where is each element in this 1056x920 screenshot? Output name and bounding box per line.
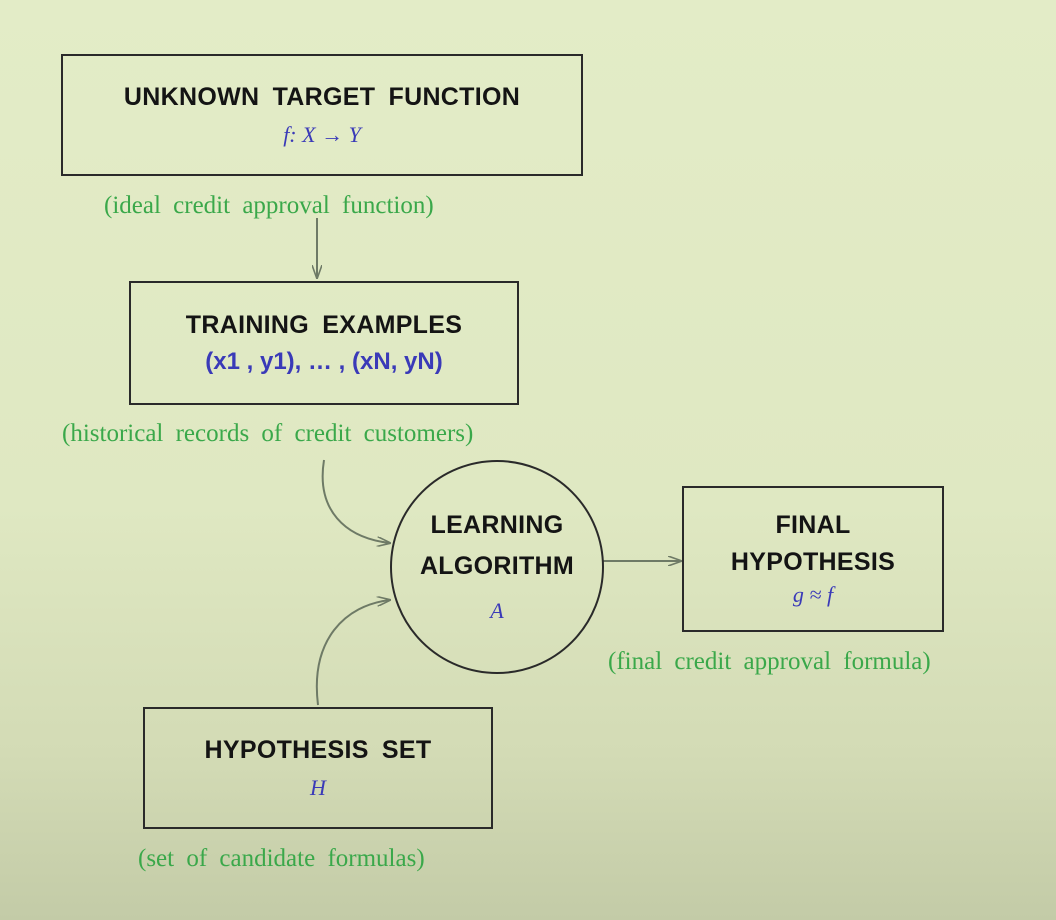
hypothesis-set-symbol: H [310, 774, 326, 800]
final-hypothesis-formula: g ≈ f [792, 582, 834, 608]
arrow-training-to-algorithm [321, 459, 390, 543]
unknown-target-function-box: UNKNOWN TARGET FUNCTION f: X → Y [61, 54, 583, 176]
learning-algorithm-symbol: A [490, 598, 504, 624]
target-function-caption: (ideal credit approval function) [104, 192, 434, 219]
final-hypothesis-box: FINAL HYPOTHESIS g ≈ f [682, 486, 944, 632]
training-examples-formula: (x1 , y1), … , (xN, yN) [205, 347, 443, 375]
unknown-target-function-title: UNKNOWN TARGET FUNCTION [123, 83, 521, 112]
learning-algorithm-title-line2: ALGORITHM [419, 552, 575, 580]
final-hypothesis-caption: (final credit approval formula) [608, 648, 931, 675]
training-examples-title: TRAINING EXAMPLES [185, 311, 463, 340]
target-function-formula: f: X → Y [283, 121, 361, 147]
final-hypothesis-title-line1: FINAL [775, 510, 851, 539]
learning-algorithm-circle: LEARNING ALGORITHM A [390, 460, 604, 674]
hypothesis-set-caption: (set of candidate formulas) [138, 845, 425, 872]
final-hypothesis-title-line2: HYPOTHESIS [730, 548, 896, 576]
hypothesis-set-box: HYPOTHESIS SET H [143, 707, 493, 829]
learning-algorithm-title-line1: LEARNING [430, 510, 564, 539]
training-examples-caption: (historical records of credit customers) [62, 420, 474, 447]
arrow-hypothesis-set-to-algorithm [315, 600, 390, 706]
hypothesis-set-title: HYPOTHESIS SET [204, 736, 432, 765]
training-examples-box: TRAINING EXAMPLES (x1 , y1), … , (xN, yN… [129, 281, 519, 405]
